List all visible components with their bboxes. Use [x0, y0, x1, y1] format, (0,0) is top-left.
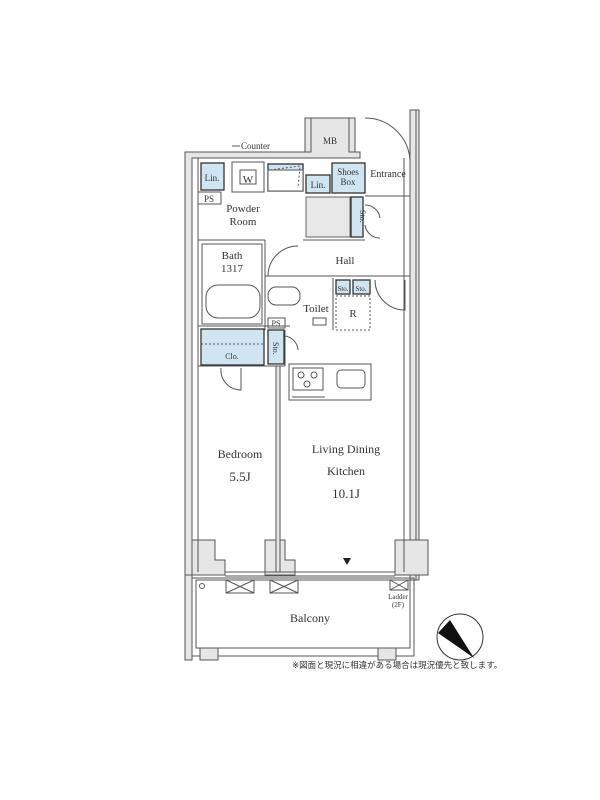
fixtures: [197, 161, 409, 594]
powder-room-label: Powder: [226, 203, 260, 215]
ldk-label: Kitchen: [327, 464, 365, 478]
vent-boxes: [225, 579, 409, 594]
counter-label: Counter: [241, 141, 270, 151]
bath-size-label: 1317: [221, 263, 244, 275]
toilet-label: Toilet: [303, 303, 329, 315]
shoes-box-label: Shoes: [337, 167, 359, 177]
storage-label: Sto.: [355, 285, 366, 293]
door-swings: [220, 117, 411, 391]
balcony-label: Balcony: [290, 611, 330, 625]
refrigerator-label: R: [349, 308, 357, 320]
room-labels: Counter MB Lin. W Lin. Shoes Box Entranc…: [204, 136, 409, 625]
storage-label: Sto.: [358, 210, 367, 223]
washer-label: W: [243, 174, 254, 186]
entrance-label: Entrance: [370, 169, 406, 180]
bedroom-label: Bedroom: [218, 447, 263, 461]
closet-label: Clo.: [225, 352, 239, 361]
mb-label: MB: [323, 136, 337, 146]
storage-label: Sto.: [271, 342, 280, 355]
ps-label: PS: [272, 319, 281, 328]
bedroom-size-label: 5.5J: [229, 469, 250, 484]
linen-label: Lin.: [205, 173, 220, 183]
hall-label: Hall: [336, 255, 355, 267]
north-arrow-icon: [436, 613, 484, 661]
powder-room-label: Room: [230, 216, 257, 228]
ladder-floor-label: (2F): [392, 601, 405, 609]
walls: [184, 109, 429, 661]
shoes-box-label: Box: [340, 177, 356, 187]
ldk-size-label: 10.1J: [332, 486, 360, 501]
bath-label: Bath: [222, 250, 243, 262]
washer-space: [231, 161, 265, 193]
ps-label: PS: [204, 194, 214, 204]
disclaimer-note: ※図面と現況に相違がある場合は現況優先と致します。: [292, 660, 502, 671]
ladder-label: Ladder: [388, 593, 408, 601]
ldk-label: Living Dining: [312, 442, 380, 456]
linen-label: Lin.: [311, 180, 326, 190]
storage-label: Sto.: [337, 285, 348, 293]
linen-closet: [200, 162, 225, 191]
